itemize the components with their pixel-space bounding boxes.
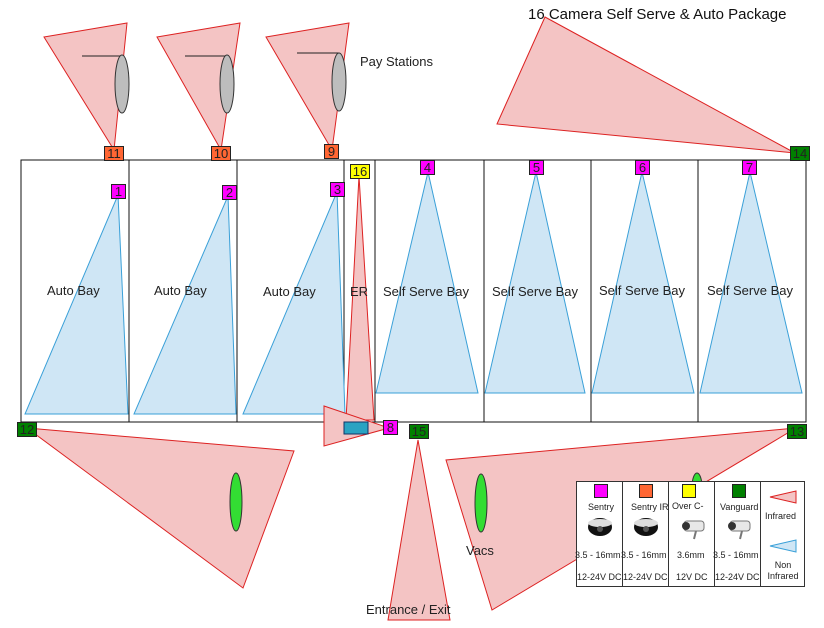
- camera-marker-2[interactable]: 2: [222, 185, 237, 200]
- bay-label: Auto Bay: [154, 283, 207, 298]
- bullet-camera-icon: [728, 520, 751, 540]
- camera-marker-8[interactable]: 8: [383, 420, 398, 435]
- camera-marker-10[interactable]: 10: [211, 146, 231, 161]
- legend-camera-name: Sentry IR: [631, 502, 669, 512]
- camera-marker-13[interactable]: 13: [787, 424, 807, 439]
- bay-label: Self Serve Bay: [492, 284, 578, 299]
- camera-view-cone-6: [591, 171, 695, 394]
- non-infrared-cone-icon: [769, 539, 797, 553]
- building-outline: [20, 159, 807, 423]
- vacs-label: Vacs: [466, 543, 494, 558]
- entrance-exit-label: Entrance / Exit: [366, 602, 451, 617]
- legend-coverage-key: Infrared Non Infrared: [761, 482, 804, 586]
- legend-swatch: [732, 484, 746, 498]
- diagram-title: 16 Camera Self Serve & Auto Package: [528, 6, 787, 23]
- vacuum-station: [474, 473, 488, 533]
- legend-sentry-ir: Sentry IR 3.5 - 16mm 12-24V DC: [621, 482, 669, 586]
- camera-marker-3[interactable]: 3: [330, 182, 345, 197]
- pay-station: [331, 52, 347, 112]
- infrared-cone-icon: [769, 490, 797, 504]
- camera-marker-11[interactable]: 11: [104, 146, 124, 161]
- camera-view-cone-5: [484, 171, 586, 394]
- camera-view-cone-12: [25, 427, 295, 589]
- bay-label: Self Serve Bay: [707, 283, 793, 298]
- camera-view-cone-2: [133, 195, 237, 415]
- bay-label: Auto Bay: [263, 284, 316, 299]
- camera-view-cone-1: [24, 194, 129, 415]
- legend-camera-name: Vanguard: [720, 502, 759, 512]
- legend-lens: 3.6mm: [677, 550, 705, 560]
- legend-swatch: [594, 484, 608, 498]
- dome-camera-icon: [634, 518, 658, 536]
- bay-label: Auto Bay: [47, 283, 100, 298]
- camera-marker-1[interactable]: 1: [111, 184, 126, 199]
- dome-camera-icon: [588, 518, 612, 536]
- legend-lens: 3.5 - 16mm: [575, 550, 621, 560]
- camera-marker-9[interactable]: 9: [324, 144, 339, 159]
- camera-marker-7[interactable]: 7: [742, 160, 757, 175]
- legend-vanguard: Vanguard 3.5 - 16mm 12-24V DC: [713, 482, 761, 586]
- camera-marker-15[interactable]: 15: [409, 424, 429, 439]
- legend-infrared-label: Infrared: [765, 511, 797, 521]
- legend-lens: 3.5 - 16mm: [621, 550, 667, 560]
- pay-station: [114, 54, 130, 114]
- legend-swatch: [639, 484, 653, 498]
- legend-camera-name: Sentry: [588, 502, 615, 512]
- legend-sentry: Sentry 3.5 - 16mm 12-24V DC: [575, 482, 623, 586]
- camera-marker-6[interactable]: 6: [635, 160, 650, 175]
- legend-power: 12V DC: [676, 572, 708, 582]
- legend-non-infrared-label: Non Infrared: [767, 560, 799, 581]
- bay-label: Self Serve Bay: [599, 283, 685, 298]
- legend-power: 12-24V DC: [577, 572, 622, 582]
- bullet-camera-icon: [682, 520, 705, 540]
- bay-label: Self Serve Bay: [383, 284, 469, 299]
- camera-view-cone-3: [242, 191, 346, 415]
- camera-marker-5[interactable]: 5: [529, 160, 544, 175]
- camera-marker-16[interactable]: 16: [350, 164, 370, 179]
- vacuum-station: [229, 472, 243, 532]
- legend: Sentry 3.5 - 16mm 12-24V DC Sentry IR 3.…: [575, 481, 805, 587]
- legend-lens: 3.5 - 16mm: [713, 550, 759, 560]
- pay-stations-label: Pay Stations: [360, 54, 433, 69]
- legend-camera-name: Over C-: [672, 501, 704, 511]
- equipment-box: [343, 421, 369, 435]
- legend-power: 12-24V DC: [623, 572, 668, 582]
- bay-label: ER: [350, 284, 369, 299]
- camera-marker-4[interactable]: 4: [420, 160, 435, 175]
- camera-view-cone-15: [387, 439, 451, 621]
- legend-swatch: [682, 484, 696, 498]
- legend-power: 12-24V DC: [715, 572, 760, 582]
- camera-view-cone-14: [496, 16, 796, 154]
- pay-station: [219, 54, 235, 114]
- camera-marker-12[interactable]: 12: [17, 422, 37, 437]
- camera-view-cone-4: [375, 171, 479, 394]
- legend-over-c: Over C- 3.6mm 12V DC: [669, 482, 715, 586]
- camera-marker-14[interactable]: 14: [790, 146, 810, 161]
- camera-view-cone-7: [699, 171, 803, 394]
